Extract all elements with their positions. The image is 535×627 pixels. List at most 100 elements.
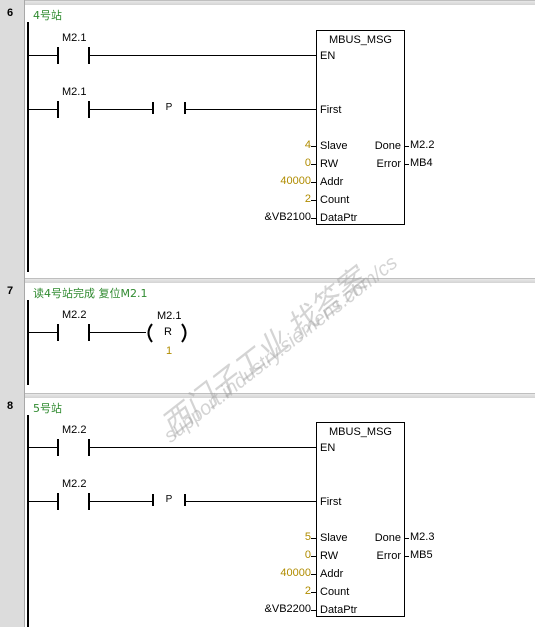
pin-stub — [311, 556, 316, 557]
pin-stub — [311, 610, 316, 611]
network-7[interactable]: 7 读4号站完成 复位M2.1 M2.2 M2.1 R 1 — [0, 278, 535, 393]
network-number: 8 — [7, 400, 14, 412]
error-value[interactable]: MB5 — [410, 549, 433, 561]
power-rail — [27, 415, 29, 627]
pin-slave: Slave — [320, 140, 348, 152]
pin-stub — [404, 164, 409, 165]
contact-m21-right[interactable] — [88, 101, 90, 118]
pin-stub — [311, 146, 316, 147]
pin-addr: Addr — [320, 176, 344, 188]
network-gutter[interactable] — [0, 0, 25, 278]
pin-done: Done — [374, 532, 401, 544]
wire — [90, 109, 152, 110]
wire — [90, 501, 152, 502]
contact-label[interactable]: M2.2 — [62, 424, 87, 436]
power-rail — [27, 22, 29, 272]
contact-m22-right[interactable] — [88, 439, 90, 456]
pin-dataptr: DataPtr — [320, 604, 358, 616]
pin-first: First — [320, 104, 342, 116]
network-8[interactable]: 8 5号站 M2.2 M2.2 P MBUS_MSG EN First Slav… — [0, 393, 535, 627]
pin-count: Count — [320, 194, 350, 206]
block-title: MBUS_MSG — [329, 426, 392, 438]
wire — [186, 109, 316, 110]
addr-value[interactable]: 40000 — [280, 175, 311, 187]
network-6[interactable]: 6 4号站 M2.1 M2.1 P MBUS_MSG EN First Slav… — [0, 0, 535, 278]
pin-stub — [311, 164, 316, 165]
contact-m22-right[interactable] — [88, 493, 90, 510]
wire — [29, 501, 57, 502]
wire — [90, 447, 316, 448]
contact-m22-left[interactable] — [57, 324, 59, 341]
pin-error: Error — [376, 550, 401, 562]
contact-m21-left[interactable] — [57, 47, 59, 64]
slave-value[interactable]: 4 — [304, 139, 311, 151]
pin-stub — [311, 182, 316, 183]
network-comment[interactable]: 5号站 — [33, 402, 62, 415]
coil-address[interactable]: M2.1 — [157, 310, 182, 322]
contact-label[interactable]: M2.1 — [62, 86, 87, 98]
pin-stub — [311, 200, 316, 201]
network-header — [0, 278, 535, 283]
pin-stub — [311, 218, 316, 219]
done-value[interactable]: M2.3 — [410, 531, 435, 543]
dataptr-value[interactable]: &VB2100 — [264, 211, 311, 223]
contact-label[interactable]: M2.2 — [62, 478, 87, 490]
network-comment[interactable]: 4号站 — [33, 9, 62, 22]
addr-value[interactable]: 40000 — [280, 567, 311, 579]
rw-value[interactable]: 0 — [304, 549, 311, 561]
network-header — [0, 0, 535, 5]
pin-stub — [311, 574, 316, 575]
pin-error: Error — [376, 158, 401, 170]
wire — [29, 109, 57, 110]
network-number: 6 — [7, 7, 14, 19]
mbus-msg-block[interactable]: MBUS_MSG EN First Slave RW Addr Count Da… — [316, 30, 405, 225]
pin-stub — [311, 592, 316, 593]
pin-stub — [404, 556, 409, 557]
pin-first: First — [320, 496, 342, 508]
rw-value[interactable]: 0 — [304, 157, 311, 169]
coil-count[interactable]: 1 — [166, 345, 173, 357]
contact-label[interactable]: M2.2 — [62, 309, 87, 321]
wire — [90, 332, 146, 333]
contact-m21-left[interactable] — [57, 101, 59, 118]
pin-stub — [404, 146, 409, 147]
block-title: MBUS_MSG — [329, 34, 392, 46]
pin-stub — [311, 538, 316, 539]
contact-m22-left[interactable] — [57, 439, 59, 456]
power-rail — [27, 300, 29, 385]
count-value[interactable]: 2 — [304, 585, 311, 597]
network-header — [0, 393, 535, 398]
wire — [186, 501, 316, 502]
pin-addr: Addr — [320, 568, 344, 580]
pin-count: Count — [320, 586, 350, 598]
wire — [90, 55, 316, 56]
error-value[interactable]: MB4 — [410, 157, 433, 169]
network-gutter[interactable] — [0, 278, 25, 393]
network-gutter[interactable] — [0, 393, 25, 627]
slave-value[interactable]: 5 — [304, 531, 311, 543]
wire — [29, 447, 57, 448]
coil-type: R — [164, 326, 172, 338]
reset-coil-icon[interactable] — [144, 323, 190, 343]
pin-stub — [404, 538, 409, 539]
pin-rw: RW — [320, 550, 339, 562]
pin-rw: RW — [320, 158, 339, 170]
contact-m22-left[interactable] — [57, 493, 59, 510]
wire — [29, 55, 57, 56]
done-value[interactable]: M2.2 — [410, 139, 435, 151]
network-number: 7 — [7, 285, 14, 297]
pin-en: EN — [320, 50, 336, 62]
positive-transition-contact[interactable]: P — [152, 494, 186, 506]
count-value[interactable]: 2 — [304, 193, 311, 205]
pin-slave: Slave — [320, 532, 348, 544]
pin-en: EN — [320, 442, 336, 454]
positive-transition-contact[interactable]: P — [152, 102, 186, 114]
mbus-msg-block[interactable]: MBUS_MSG EN First Slave RW Addr Count Da… — [316, 422, 405, 617]
contact-m21-right[interactable] — [88, 47, 90, 64]
pin-dataptr: DataPtr — [320, 212, 358, 224]
wire — [29, 332, 57, 333]
contact-m22-right[interactable] — [88, 324, 90, 341]
dataptr-value[interactable]: &VB2200 — [264, 603, 311, 615]
network-comment[interactable]: 读4号站完成 复位M2.1 — [33, 287, 148, 300]
contact-label[interactable]: M2.1 — [62, 32, 87, 44]
